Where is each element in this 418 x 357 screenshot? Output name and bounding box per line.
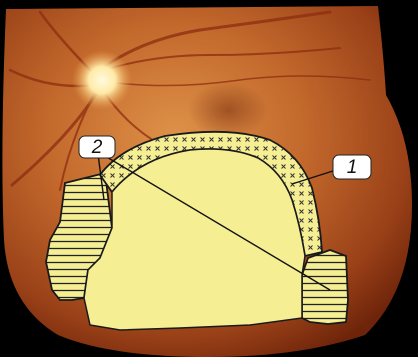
callout-2: 2: [79, 136, 115, 158]
callout-2-label: 2: [91, 137, 103, 158]
callout-1-label: 1: [347, 157, 358, 178]
callout-1: 1: [333, 155, 371, 179]
macula: [188, 82, 268, 138]
optic-disc: [72, 50, 132, 110]
